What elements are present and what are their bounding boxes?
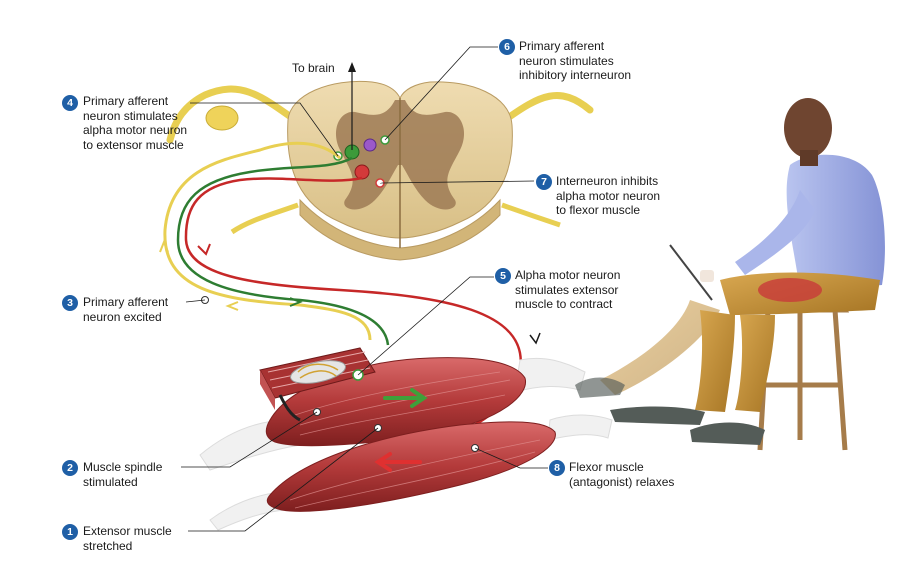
step-5-badge: 5 xyxy=(495,268,511,284)
step-6-badge: 6 xyxy=(499,39,515,55)
leader-2 xyxy=(181,411,318,468)
neck xyxy=(800,150,818,166)
shirt xyxy=(786,154,885,292)
leader-8 xyxy=(474,447,548,469)
step-2-badge: 2 xyxy=(62,460,78,476)
leader-5 xyxy=(357,276,494,376)
step-8-badge: 8 xyxy=(549,460,565,476)
afferent-arrow-left xyxy=(225,301,239,311)
hammer-hand xyxy=(700,270,714,282)
inhibitory-interneuron xyxy=(363,138,377,152)
reflex-hammer xyxy=(669,244,713,301)
shoe-2 xyxy=(690,422,765,445)
muscles xyxy=(199,347,613,531)
step-4-label: Primary afferent neuron stimulates alpha… xyxy=(83,94,188,152)
lower-leg xyxy=(695,310,735,412)
shoe-1 xyxy=(610,406,705,425)
leader-3 xyxy=(185,299,206,303)
step-4-badge: 4 xyxy=(62,95,78,111)
head xyxy=(784,98,832,158)
leader-7 xyxy=(379,180,535,184)
flexor-striation xyxy=(289,439,541,509)
step-3-label: Primary afferent neuron excited xyxy=(83,295,169,324)
lower-leg-2 xyxy=(735,315,775,412)
step-5-label: Alpha motor neuron stimulates extensor m… xyxy=(515,268,621,311)
extensor-striation xyxy=(294,371,511,436)
extensor-motor-path xyxy=(176,156,390,346)
contract-arrow-green xyxy=(383,388,428,408)
leader-lines xyxy=(181,46,548,532)
seated-person-illustration xyxy=(575,98,885,451)
step-7-badge: 7 xyxy=(536,174,552,190)
afferent-arrow-up xyxy=(159,239,169,253)
to-brain-arrowhead xyxy=(348,62,356,72)
right-ventral-root xyxy=(501,202,561,228)
shoe-raised xyxy=(575,377,625,398)
flexor-muscle xyxy=(266,421,556,512)
arm xyxy=(735,190,815,275)
lower-leg-raised xyxy=(600,300,720,395)
left-ventral-root xyxy=(230,202,299,235)
step-1-label: Extensor muscle stretched xyxy=(83,524,172,553)
leader-1 xyxy=(188,427,379,532)
flexor-arrow-down xyxy=(197,243,211,256)
quadriceps-highlight xyxy=(758,278,822,302)
step-6-label: Primary afferent neuron stimulates inhib… xyxy=(519,39,632,82)
right-dorsal-root xyxy=(501,92,594,124)
cord-front-face xyxy=(299,198,501,261)
flexor-arrow-black xyxy=(529,332,541,345)
alpha-motor-neuron-flexor xyxy=(354,164,370,180)
muscle-spindle-bundle xyxy=(259,347,376,422)
step-7-label: Interneuron inhibits alpha motor neuron … xyxy=(556,174,661,217)
spinal-cord xyxy=(166,62,594,261)
step-3-badge: 3 xyxy=(62,295,78,311)
step-1-badge: 1 xyxy=(62,524,78,540)
flexor-tendon-right xyxy=(547,414,613,441)
extensor-tendon-right xyxy=(514,357,586,393)
dorsal-root-ganglion xyxy=(205,105,239,131)
to-brain-label: To brain xyxy=(292,61,335,75)
relax-arrow-red xyxy=(374,452,422,472)
step-2-label: Muscle spindle stimulated xyxy=(83,460,163,489)
step-8-label: Flexor muscle (antagonist) relaxes xyxy=(569,460,675,489)
extensor-arrow-right xyxy=(289,297,303,307)
leader-4 xyxy=(190,102,339,157)
leader-6 xyxy=(384,46,498,141)
afferent-neuron-path xyxy=(163,141,372,341)
